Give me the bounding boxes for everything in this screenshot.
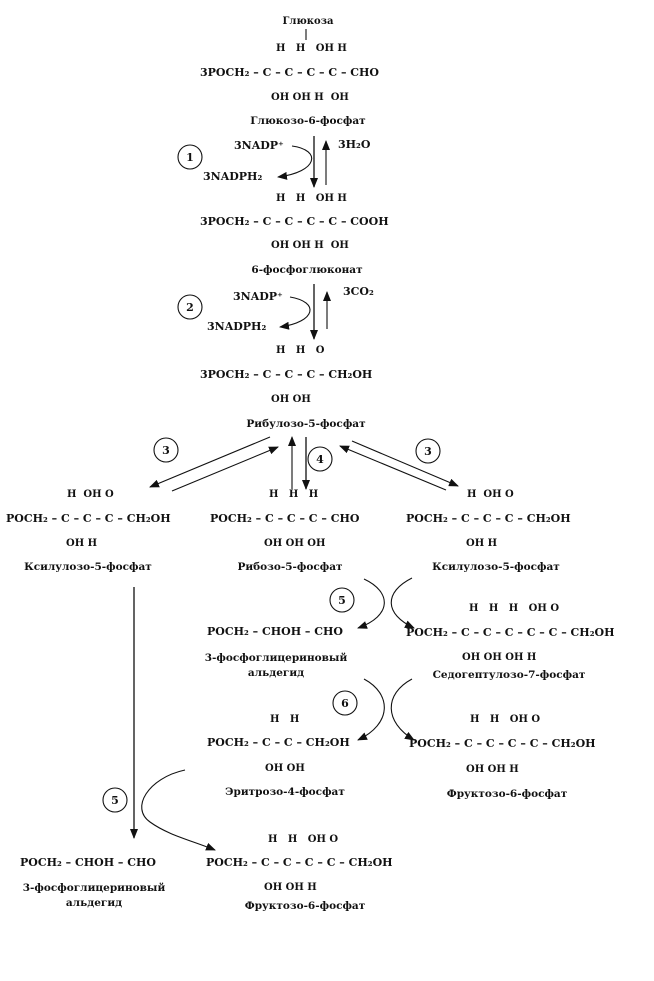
step-number: 3 <box>424 445 432 458</box>
pga-bottom-label-line1: 3-фосфоглицериновый <box>23 882 166 894</box>
glucose-label: Глюкоза <box>283 16 334 27</box>
step-2-badge: 2 <box>177 294 203 320</box>
formula-bottom-substituents: OH H <box>466 538 497 549</box>
6-phosphogluconate-formula: H H OH H 3POCH₂ – C – C – C – C – COOH O… <box>200 193 389 251</box>
formula-main-chain: POCH₂ – C – C – C – CH₂OH <box>406 512 571 525</box>
transfer-arrow-x5p-to-s7p <box>390 577 415 629</box>
ribulose-5-phosphate-label: Рибулозо-5-фосфат <box>246 418 366 430</box>
step-number: 5 <box>338 594 346 607</box>
step-1-badge: 1 <box>177 144 203 170</box>
ribose-5-phosphate-formula: H H H POCH₂ – C – C – C – CHO OH OH OH <box>210 489 360 549</box>
transfer-arrow-pga-to-e4p <box>357 678 385 741</box>
xylulose-5-phosphate-left-formula: H OH O POCH₂ – C – C – C – CH₂OH OH H <box>6 489 171 549</box>
cofactor-nadph-2: 3NADPH₂ <box>207 320 266 333</box>
formula-bottom-substituents: OH OH H <box>466 764 519 775</box>
glucose-6-phosphate-formula: H H OH H 3POCH₂ – C – C – C – C – CHO OH… <box>200 43 379 103</box>
glucose-6-phosphate-label: Глюкозо-6-фосфат <box>250 115 366 127</box>
transfer-arrow-s7p-to-f6p <box>390 678 415 741</box>
formula-top-substituents: H H O <box>276 345 325 356</box>
pga-mid-formula: POCH₂ – CHOH – CHO <box>207 625 343 638</box>
formula-top-substituents: H H <box>270 714 299 725</box>
step-3-left-badge: 3 <box>153 437 179 463</box>
fructose-6-phosphate-bottom-formula: H H OH O POCH₂ – C – C – C – C – CH₂OH O… <box>206 834 393 893</box>
step-5-bottom-badge: 5 <box>102 787 128 813</box>
arrow-ru5p-to-x5p-left <box>149 436 271 488</box>
erythrose-4-phosphate-label: Эритрозо-4-фосфат <box>225 786 345 798</box>
formula-main-chain: POCH₂ – C – C – C – CH₂OH <box>6 512 171 525</box>
formula-main-chain: POCH₂ – C – C – CH₂OH <box>207 736 350 749</box>
formula-main-chain: POCH₂ – C – C – C – C – CH₂OH <box>409 737 596 750</box>
fructose-6-phosphate-right-label: Фруктозо-6-фосфат <box>447 788 568 800</box>
cofactor-co2: 3CO₂ <box>343 285 374 298</box>
formula-main-chain: POCH₂ – C – C – C – C – CH₂OH <box>206 856 393 869</box>
pga-mid-label-line2: альдегид <box>248 667 304 679</box>
formula-top-substituents: H H OH O <box>268 834 338 845</box>
arrow-x5p-right-to-ru5p <box>339 445 447 491</box>
xylulose-5-phosphate-right-label: Ксилулозо-5-фосфат <box>432 561 560 573</box>
step-4-badge: 4 <box>307 446 333 472</box>
formula-main-chain: 3POCH₂ – C – C – C – C – COOH <box>200 215 389 228</box>
cofactor-nadp-2: 3NADP⁺ <box>233 290 283 303</box>
formula-bottom-substituents: OH OH <box>271 394 311 405</box>
pga-bottom-formula: POCH₂ – CHOH – CHO <box>20 856 156 869</box>
step-number: 2 <box>186 301 194 314</box>
fructose-6-phosphate-right-formula: H H OH O POCH₂ – C – C – C – C – CH₂OH O… <box>409 714 596 775</box>
formula-bottom-substituents: OH OH OH H <box>462 652 536 663</box>
sedoheptulose-7-phosphate-formula: H H H OH O POCH₂ – C – C – C – C – C – C… <box>406 603 615 663</box>
formula-bottom-substituents: OH OH H <box>264 882 317 893</box>
cofactor-nadp-1: 3NADP⁺ <box>234 139 284 152</box>
formula-top-substituents: H H OH O <box>470 714 540 725</box>
sedoheptulose-7-phosphate-label: Седогептулозо-7-фосфат <box>433 669 586 681</box>
formula-main-chain: POCH₂ – C – C – C – CHO <box>210 512 360 525</box>
arrow-x5p-left-to-ru5p <box>171 446 279 492</box>
pga-bottom-label-line2: альдегид <box>66 897 122 909</box>
formula-main-chain: 3POCH₂ – C – C – C – C – CHO <box>200 66 379 79</box>
cofactor-nadph-1: 3NADPH₂ <box>203 170 262 183</box>
formula-top-substituents: H H H <box>269 489 318 500</box>
step-number: 3 <box>162 444 170 457</box>
6-phosphogluconate-label: 6-фосфоглюконат <box>251 264 363 276</box>
step-number: 5 <box>111 794 119 807</box>
nadp-reduction-arrow-2 <box>279 296 311 330</box>
formula-bottom-substituents: OH OH OH <box>264 538 325 549</box>
formula-main-chain: POCH₂ – C – C – C – C – C – CH₂OH <box>406 626 615 639</box>
pga-mid-label-line1: 3-фосфоглицериновый <box>205 652 348 664</box>
erythrose-4-phosphate-formula: H H POCH₂ – C – C – CH₂OH OH OH <box>207 714 350 774</box>
cofactor-h2o: 3H₂O <box>338 138 371 151</box>
nadp-reduction-arrow-1 <box>277 145 313 180</box>
step-number: 4 <box>316 453 324 466</box>
transfer-arrow-e4p-to-f6p <box>141 769 216 851</box>
formula-bottom-substituents: OH OH H OH <box>271 92 349 103</box>
step-6-badge: 6 <box>332 690 358 716</box>
ribose-5-phosphate-label: Рибозо-5-фосфат <box>237 561 343 573</box>
xylulose-5-phosphate-right-formula: H OH O POCH₂ – C – C – C – CH₂OH OH H <box>406 489 571 549</box>
formula-top-substituents: H OH O <box>467 489 514 500</box>
step-number: 1 <box>186 151 194 164</box>
formula-bottom-substituents: OH H <box>66 538 97 549</box>
formula-main-chain: 3POCH₂ – C – C – C – CH₂OH <box>200 368 372 381</box>
step-3-right-badge: 3 <box>415 438 441 464</box>
ribulose-5-phosphate-formula: H H O 3POCH₂ – C – C – C – CH₂OH OH OH <box>200 345 372 405</box>
formula-bottom-substituents: OH OH H OH <box>271 240 349 251</box>
step-number: 6 <box>341 697 349 710</box>
step-5-mid-badge: 5 <box>329 587 355 613</box>
transfer-arrow-r5p-to-pga <box>357 578 385 629</box>
formula-top-substituents: H H OH H <box>276 193 347 204</box>
arrow-ru5p-to-x5p-right <box>351 440 459 487</box>
formula-bottom-substituents: OH OH <box>265 763 305 774</box>
fructose-6-phosphate-bottom-label: Фруктозо-6-фосфат <box>245 900 366 912</box>
formula-top-substituents: H OH O <box>67 489 114 500</box>
formula-top-substituents: H H H OH O <box>469 603 559 614</box>
formula-top-substituents: H H OH H <box>276 43 347 54</box>
xylulose-5-phosphate-left-label: Ксилулозо-5-фосфат <box>24 561 152 573</box>
